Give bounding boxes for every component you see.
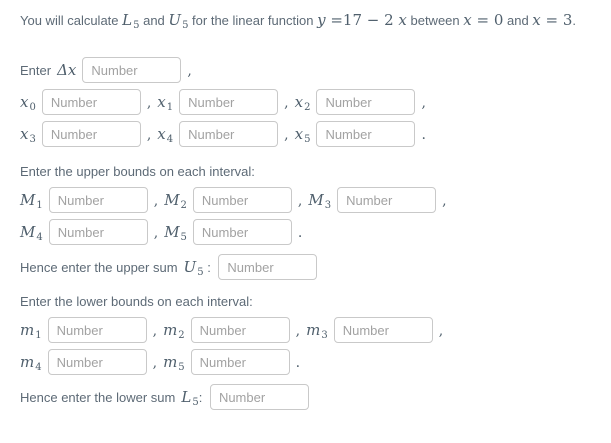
x1-input[interactable] bbox=[179, 89, 279, 115]
upper-bound-m1-input[interactable] bbox=[48, 187, 148, 213]
math-var-x: x bbox=[532, 11, 541, 29]
lower-bound-m1-input[interactable] bbox=[47, 317, 147, 343]
math-expression: = 3 bbox=[540, 11, 573, 29]
separator: , bbox=[297, 192, 303, 209]
math-var-y: y bbox=[317, 11, 326, 29]
separator: , bbox=[421, 94, 426, 111]
lower-sum-row: Hence enter the lower sum L5 : bbox=[20, 384, 611, 410]
separator: , bbox=[284, 126, 289, 143]
upper-bounds-heading: Enter the upper bounds on each interval: bbox=[20, 164, 255, 179]
M5-label: M5 bbox=[164, 222, 187, 243]
x2-label: x2 bbox=[294, 92, 311, 113]
section-lower-bounds: Enter the lower bounds on each interval:… bbox=[20, 294, 611, 410]
problem-statement: You will calculate L5 and U5 for the lin… bbox=[20, 11, 611, 35]
M2-label: M2 bbox=[164, 190, 187, 211]
section-partition: Enter Δx , x0 , x1 , x2 , x3 , x4 , x5 . bbox=[20, 57, 611, 147]
lower-bounds-heading: Enter the lower bounds on each interval: bbox=[20, 294, 253, 309]
problem-page: You will calculate L5 and U5 for the lin… bbox=[20, 11, 611, 410]
m2-label: m2 bbox=[163, 320, 185, 341]
terminator: . bbox=[297, 224, 303, 241]
x0-input[interactable] bbox=[41, 89, 141, 115]
statement-text: between bbox=[406, 13, 464, 28]
m4-label: m4 bbox=[20, 352, 42, 373]
upper-bound-m4-input[interactable] bbox=[48, 219, 148, 245]
x4-input[interactable] bbox=[179, 121, 279, 147]
M4-label: M4 bbox=[20, 222, 43, 243]
lower-bound-m5-input[interactable] bbox=[190, 349, 290, 375]
lower-sum-input[interactable] bbox=[209, 384, 309, 410]
section-upper-bounds: Enter the upper bounds on each interval:… bbox=[20, 164, 611, 280]
delta-x-row: Enter Δx , bbox=[20, 57, 611, 83]
upper-bounds-row-1: M1 , M2 , M3 , bbox=[20, 187, 611, 213]
x4-label: x4 bbox=[157, 124, 174, 145]
m3-label: m3 bbox=[306, 320, 328, 341]
upper-sum-input[interactable] bbox=[218, 254, 318, 280]
separator: , bbox=[152, 354, 158, 371]
colon: : bbox=[203, 259, 215, 275]
x2-input[interactable] bbox=[316, 89, 416, 115]
colon: : bbox=[198, 389, 206, 405]
upper-sum-label: Hence enter the upper sum bbox=[20, 259, 178, 275]
M1-label: M1 bbox=[20, 190, 43, 211]
separator: , bbox=[146, 126, 152, 143]
statement-text: You will calculate bbox=[20, 13, 123, 28]
m5-label: m5 bbox=[163, 352, 185, 373]
upper-bound-m3-input[interactable] bbox=[337, 187, 437, 213]
x5-label: x5 bbox=[294, 124, 311, 145]
lower-bounds-row-1: m1 , m2 , m3 , bbox=[20, 317, 611, 343]
lower-bound-m4-input[interactable] bbox=[47, 349, 147, 375]
separator: , bbox=[187, 62, 192, 79]
enter-label: Enter bbox=[20, 62, 52, 78]
upper-bound-m5-input[interactable] bbox=[192, 219, 292, 245]
math-expression: =17 − 2 bbox=[325, 11, 399, 29]
lower-sum-label: Hence enter the lower sum bbox=[20, 389, 176, 405]
x1-label: x1 bbox=[157, 92, 174, 113]
statement-text: and bbox=[503, 13, 533, 28]
lower-bound-m2-input[interactable] bbox=[190, 317, 290, 343]
upper-sum-row: Hence enter the upper sum U5 : bbox=[20, 254, 611, 280]
terminator: . bbox=[421, 126, 426, 143]
separator: , bbox=[153, 192, 159, 209]
upper-bounds-row-2: M4 , M5 . bbox=[20, 219, 611, 245]
separator: , bbox=[442, 192, 447, 209]
statement-text: and bbox=[139, 13, 169, 28]
math-var-U5: U5 bbox=[183, 257, 204, 278]
lower-bound-m3-input[interactable] bbox=[333, 317, 433, 343]
math-var-x: x bbox=[398, 11, 407, 29]
delta-x-input[interactable] bbox=[82, 57, 182, 83]
x5-input[interactable] bbox=[316, 121, 416, 147]
m1-label: m1 bbox=[20, 320, 42, 341]
math-var-L5: L5 bbox=[122, 11, 140, 31]
x-values-row-2: x3 , x4 , x5 . bbox=[20, 121, 611, 147]
separator: , bbox=[152, 322, 158, 339]
math-var-L5: L5 bbox=[181, 387, 199, 408]
separator: , bbox=[153, 224, 159, 241]
math-var-U5: U5 bbox=[168, 11, 189, 31]
x3-label: x3 bbox=[20, 124, 36, 145]
x3-input[interactable] bbox=[41, 121, 141, 147]
lower-bounds-row-2: m4 , m5 . bbox=[20, 349, 611, 375]
math-expression: = 0 bbox=[471, 11, 504, 29]
separator: , bbox=[146, 94, 152, 111]
x-values-row-1: x0 , x1 , x2 , bbox=[20, 89, 611, 115]
delta-x-label: Δx bbox=[57, 60, 77, 79]
statement-text: . bbox=[572, 13, 577, 28]
statement-text: for the linear function bbox=[188, 13, 318, 28]
terminator: . bbox=[295, 354, 301, 371]
separator: , bbox=[438, 322, 444, 339]
upper-bound-m2-input[interactable] bbox=[192, 187, 292, 213]
separator: , bbox=[295, 322, 301, 339]
x0-label: x0 bbox=[20, 92, 36, 113]
math-var-x: x bbox=[463, 11, 472, 29]
separator: , bbox=[284, 94, 289, 111]
M3-label: M3 bbox=[308, 190, 332, 211]
